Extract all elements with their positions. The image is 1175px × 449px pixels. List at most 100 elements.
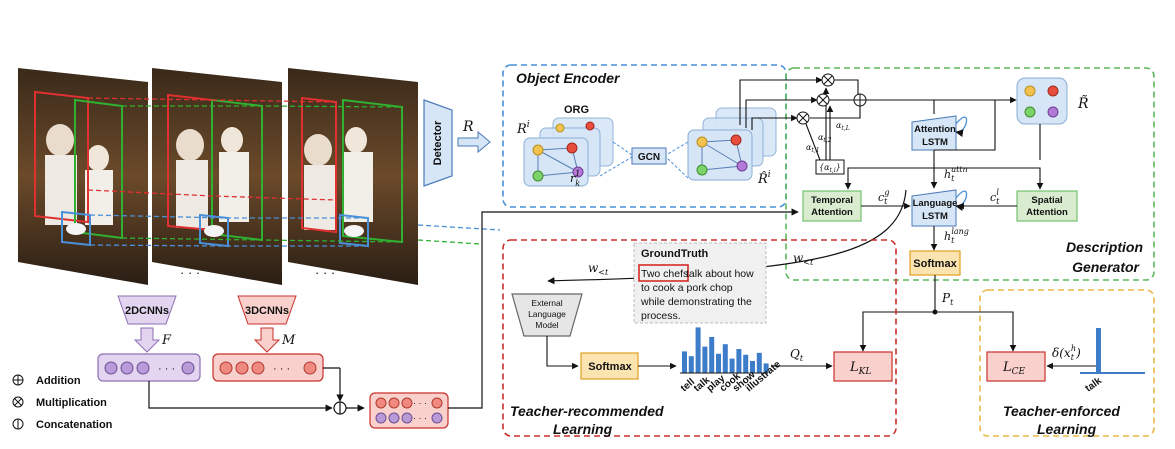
external-lm-label-3: Model [535,320,558,330]
distribution-bar [763,363,769,373]
p-t: Pt [941,291,954,307]
feature-m-dots: · · · [273,363,290,375]
tr-title-2: Learning [553,421,613,437]
description-generator-box [785,67,1155,281]
ellipsis-left: · · · [180,265,200,280]
h-attn: htattn [944,165,968,183]
spatial-attention-label-1: Spatial [1031,195,1062,206]
ground-truth-line-3: while demonstrating the [640,296,752,308]
attention-wires [739,76,1017,161]
distribution-bar [682,351,687,373]
detector-block: Detector R [423,99,491,187]
legend: Addition Multiplication Concatenation [12,374,113,431]
external-lm-label-2: Language [528,309,566,319]
teacher-recommended-box [502,239,897,437]
generator-softmax-label: Softmax [913,258,957,270]
video-frame-2 [152,68,282,285]
te-title-1: Teacher-enforced [1003,403,1120,419]
desc-gen-title-2: Generator [1072,259,1140,275]
alpha-set-box [815,159,845,175]
gcn-links [599,141,689,179]
r-tilde-symbol: R̃ [1077,94,1089,112]
enhanced-graph-stack [687,107,777,181]
language-lstm-loop [955,190,968,211]
r-symbol: R [462,119,474,135]
distribution-bar [736,349,742,373]
alpha-tL: αt,L [836,121,850,132]
desc-gen-title-1: Description [1066,239,1143,255]
alpha-t1: αt,1 [806,143,820,154]
concat-dots-bottom: · · · [413,413,427,423]
ground-truth-line-4: process. [641,310,681,322]
word-distribution-chart [682,327,769,373]
tr-title-1: Teacher-recommended [510,403,664,419]
f-symbol: F [161,333,172,348]
cnn-3d-block: 3DCNNs M · · · [212,295,324,382]
distribution-bar [756,352,762,373]
legend-concatenation: Concatenation [36,419,113,431]
distribution-bar [743,354,749,373]
ground-truth-card [633,242,767,324]
distribution-bar [709,337,715,373]
concat-dots-top: · · · [413,398,427,408]
r-tilde-box [1016,77,1068,125]
ellipsis-right: · · · [315,265,335,280]
generator-softmax-box [909,250,961,276]
cnn-3d-arrow-icon [253,327,281,353]
rhat-symbol: R̂i [757,170,771,187]
ground-truth-title: GroundTruth [641,248,708,260]
language-lstm-label-2: LSTM [922,211,948,222]
attention-lstm-label-1: Attention [914,124,956,135]
m-symbol: M [281,333,296,348]
org-label: ORG [564,104,589,116]
legend-addition: Addition [36,375,81,387]
cnn-3d-label: 3DCNNs [245,305,289,317]
detector-arrow-icon [457,130,491,154]
alpha-ti: {αt,i} [819,163,841,174]
lkl-box [833,351,893,382]
distribution-bar [702,346,708,373]
ground-truth-highlight: Two chefs [641,268,688,280]
w-lt-right: w<t [793,251,814,267]
external-lm-label-1: External [531,298,562,308]
ri-symbol: Ri [516,120,530,137]
distribution-bar [729,358,735,373]
teacher-enforced-box [979,289,1155,437]
teacher-softmax-box [580,352,639,380]
spatial-attention-label-2: Attention [1026,207,1068,218]
distribution-bar [695,327,701,373]
te-title-2: Learning [1037,421,1097,437]
gcn-box [631,147,667,165]
tracking-lines [87,97,501,247]
concat-section: · · · · · · [148,208,799,429]
teacher-softmax-label: Softmax [588,361,632,373]
language-lstm-label-1: Language [913,198,958,209]
distribution-bar [722,344,728,373]
distribution-bar [716,353,721,373]
lce-box [986,351,1046,382]
ground-truth-highlight-box [638,264,689,282]
q-t: Qt [790,347,804,363]
attention-lstm-loop [955,116,968,137]
alpha-t2: αt,2 [818,133,832,144]
distribution-bar [750,361,755,373]
feature-f-dots: · · · [158,363,175,375]
attention-lstm-label-2: LSTM [922,137,948,148]
temporal-attention-box [802,190,862,222]
w-lt-left: w<t [588,261,609,277]
rk-symbol: rk1 [570,169,580,188]
external-lm-box [511,293,583,337]
c-l: ctl [990,188,1000,206]
temporal-attention-label-2: Attention [811,207,853,218]
language-lstm-box [911,189,957,227]
h-lang: htlang [944,227,969,245]
cnn-2d-block: 2DCNNs F · · · [97,295,201,382]
c-g: ctg [878,188,890,206]
ground-truth-line-1: talk about how [686,268,754,280]
legend-multiplication: Multiplication [36,397,107,409]
video-frame-3 [288,68,418,285]
video-frames: · · · · · · [18,68,501,285]
generator-wires [844,100,1044,251]
object-encoder-title: Object Encoder [516,70,621,86]
onehot-word: talk [1083,375,1104,394]
